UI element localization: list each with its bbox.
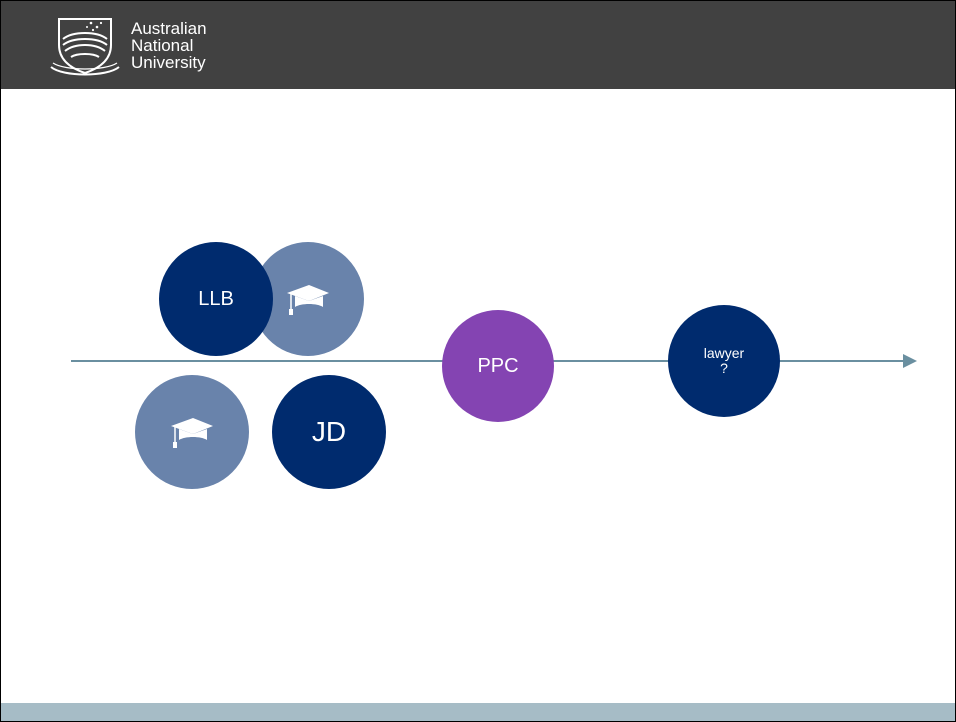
ppc-label: PPC: [477, 354, 519, 377]
wordmark-line-1: Australian: [131, 19, 207, 38]
jd-node: JD: [272, 375, 386, 489]
jd-label: JD: [311, 416, 347, 447]
anu-crest-icon: [50, 18, 120, 76]
lawyer-node: lawyer ?: [668, 305, 780, 417]
ppc-node: PPC: [442, 310, 554, 422]
llb-label: LLB: [198, 287, 234, 310]
header-bar: Australian National University: [1, 1, 955, 89]
wordmark-line-3: University: [131, 53, 206, 72]
university-wordmark: Australian National University: [131, 20, 207, 71]
lawyer-question-mark: ?: [720, 360, 728, 376]
graduation-node-lower: [135, 375, 249, 489]
wordmark-line-2: National: [131, 36, 194, 55]
graduation-cap-icon: [171, 418, 213, 448]
llb-node: LLB: [159, 242, 273, 356]
lawyer-label: lawyer: [703, 345, 745, 361]
footer-bar: [1, 703, 955, 721]
graduation-node-upper: [252, 242, 364, 356]
graduation-cap-icon: [287, 285, 329, 315]
